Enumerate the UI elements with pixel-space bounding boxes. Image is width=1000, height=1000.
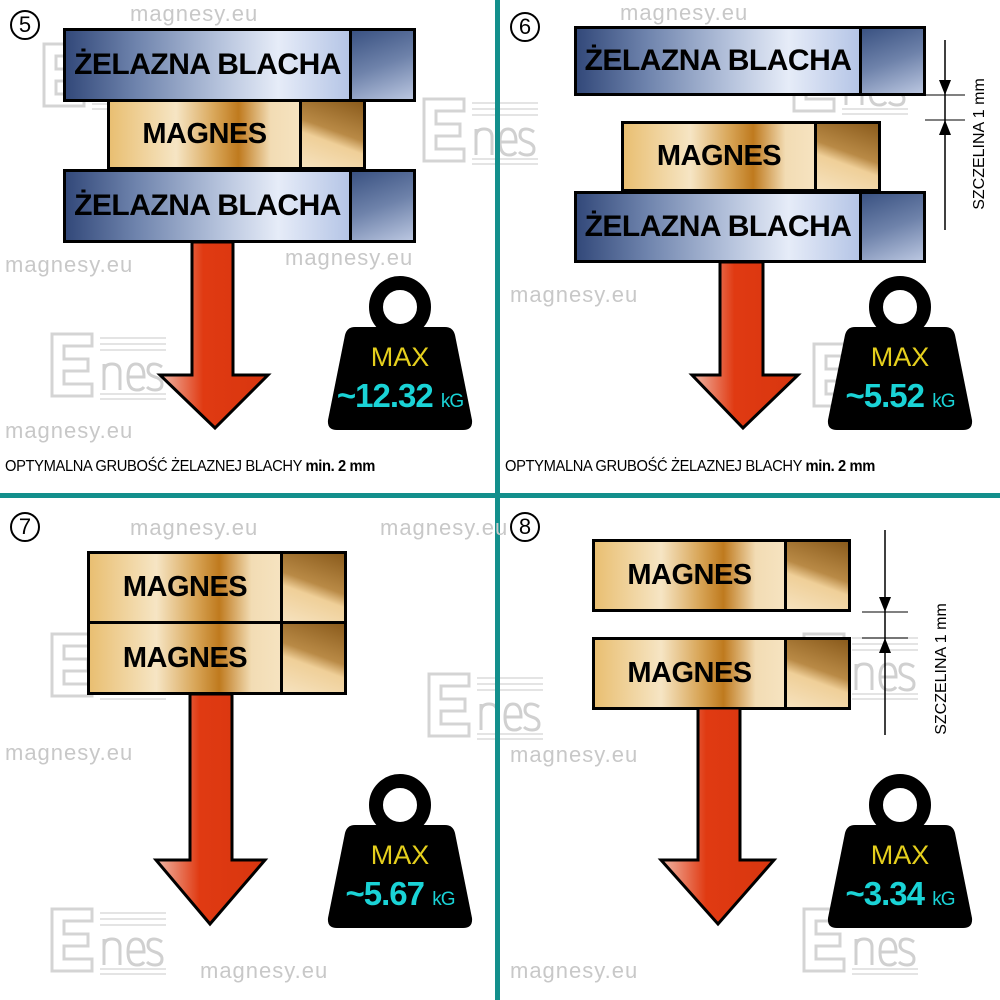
force-arrow-icon [657,708,778,927]
watermark-text: magnesy.eu [510,742,639,767]
max-weight-badge: MAX ~5.67 kG [327,770,473,930]
max-label: MAX [370,840,430,870]
panel-number: 5 [10,10,40,40]
force-arrow-icon [688,262,802,431]
watermark-text: magnesy.eu [620,0,749,25]
block-label: ŻELAZNA BLACHA [577,194,859,260]
block-label: MAGNES [595,542,784,609]
block-label: ŻELAZNA BLACHA [577,29,859,93]
watermark-text: magnesy.eu [130,1,259,26]
block-side [859,29,923,93]
unit-label: kG [932,391,955,412]
max-label: MAX [370,342,430,372]
watermark-text: magnesy.eu [5,740,134,765]
magnet-block: MAGNES [87,621,347,695]
unit-label: kG [432,889,455,910]
block-side [784,640,848,707]
block-label: ŻELAZNA BLACHA [66,172,349,240]
panel-number: 8 [510,512,540,542]
force-arrow-icon [156,242,272,431]
enes-logo-watermark [422,97,540,165]
weight-icon [827,276,973,430]
vertical-divider [495,0,500,1000]
unit-label: kG [440,391,464,412]
block-side [280,624,344,692]
panel-number: 6 [510,12,540,42]
watermark-text: magnesy.eu [200,958,329,983]
block-label: MAGNES [90,624,280,692]
block-label: MAGNES [624,124,814,189]
max-label: MAX [870,342,930,372]
weight-icon [827,774,973,928]
enes-logo-watermark [50,332,168,400]
weight-icon [327,774,473,928]
block-side [349,172,413,240]
iron-plate-block: ŻELAZNA BLACHA [574,191,926,263]
max-force-value: ~5.67 kG [345,875,456,912]
panel-number: 7 [10,512,40,542]
unit-label: kG [932,889,955,910]
magnet-block: MAGNES [592,637,851,710]
block-label: MAGNES [595,640,784,707]
block-side [349,31,413,99]
gap-label: SZCZELINA 1 mm [971,78,988,210]
watermark-text: magnesy.eu [5,252,134,277]
max-weight-badge: MAX ~3.34 kG [827,770,973,930]
gap-dimension-icon [925,40,965,230]
block-label: MAGNES [110,102,299,167]
watermark-text: magnesy.eu [285,245,414,270]
watermark-text: magnesy.eu [510,958,639,983]
watermark-text: magnesy.eu [5,418,134,443]
block-side [280,554,344,621]
weight-icon [327,276,473,430]
gap-label: SZCZELINA 1 mm [933,603,950,735]
enes-logo-watermark [50,907,168,975]
max-force-value: ~5.52 kG [845,377,956,414]
max-force-value: ~3.34 kG [845,875,956,912]
footnote: OPTYMALNA GRUBOŚĆ ŻELAZNEJ BLACHY min. 2… [505,458,876,475]
footnote: OPTYMALNA GRUBOŚĆ ŻELAZNEJ BLACHY min. 2… [5,458,376,475]
gap-dimension-icon [862,530,908,735]
watermark-text: magnesy.eu [510,282,639,307]
watermark-text: magnesy.eu [130,515,259,540]
force-arrow-icon [152,694,269,927]
magnet-block: MAGNES [592,539,851,612]
iron-plate-block: ŻELAZNA BLACHA [63,28,416,102]
block-label: MAGNES [90,554,280,621]
magnet-block: MAGNES [107,99,366,170]
max-force-value: ~12.32 kG [336,377,464,414]
enes-logo-watermark [427,672,545,740]
block-label: ŻELAZNA BLACHA [66,31,349,99]
block-side [299,102,363,167]
watermark-text: magnesy.eu [380,515,509,540]
max-weight-badge: MAX ~5.52 kG [827,272,973,432]
iron-plate-block: ŻELAZNA BLACHA [63,169,416,243]
block-side [784,542,848,609]
block-side [859,194,923,260]
iron-plate-block: ŻELAZNA BLACHA [574,26,926,96]
magnet-block: MAGNES [621,121,881,192]
horizontal-divider [0,493,1000,498]
block-side [814,124,878,189]
magnet-block: MAGNES [87,551,347,624]
max-label: MAX [870,840,930,870]
max-weight-badge: MAX ~12.32 kG [327,272,473,432]
